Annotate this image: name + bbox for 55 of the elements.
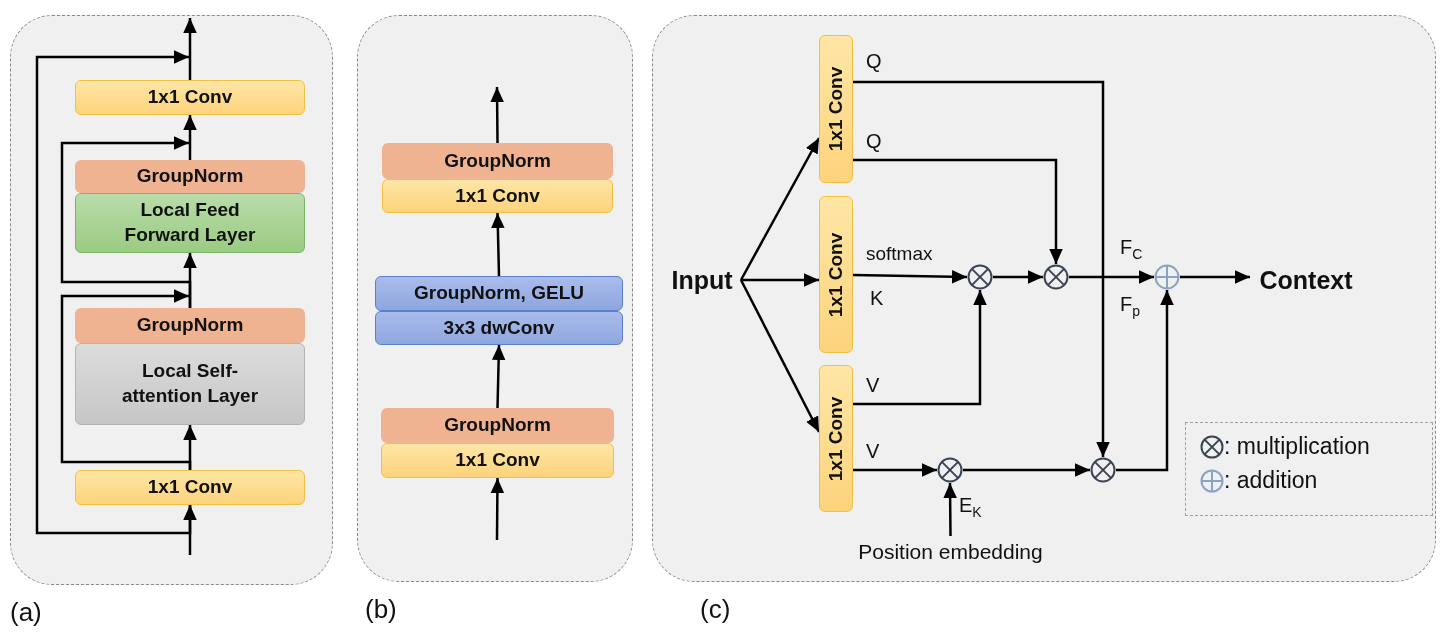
arrow [853, 463, 937, 477]
arrow [491, 212, 505, 277]
arrow [993, 270, 1043, 284]
arrow [1069, 270, 1154, 284]
arrow [1180, 270, 1250, 284]
arrow [853, 80, 1110, 457]
feed-forward-block: Local Feed Forward Layer [75, 193, 305, 253]
groupnorm-block: GroupNorm [75, 308, 305, 343]
multiplication-symbol [937, 457, 963, 483]
conv-block: 1x1 Conv [381, 443, 614, 478]
arrow [1116, 290, 1174, 472]
conv-block [819, 196, 853, 353]
conv-block: 1x1 Conv [382, 179, 613, 213]
arrow [183, 505, 197, 555]
panel-label: (c) [700, 594, 731, 626]
conv-block: 1x1 Conv [75, 80, 305, 115]
block-label: 1x1 Conv [825, 232, 847, 317]
arrow [183, 18, 197, 80]
arrow [853, 290, 987, 406]
flow-label: Input [663, 262, 741, 298]
arrow [853, 158, 1063, 264]
arrow [739, 279, 821, 433]
conv-block: 1x1 Conv [75, 470, 305, 505]
multiplication-symbol [1043, 264, 1069, 290]
arrow [35, 50, 192, 535]
arrow [943, 483, 957, 536]
legend-text: : addition [1224, 467, 1318, 494]
dwconv-block: GroupNorm, GELU [375, 276, 623, 311]
dwconv-block: 3x3 dwConv [375, 311, 623, 345]
self-attention-block: Local Self-attention Layer [75, 343, 305, 425]
legend-text: : multiplication [1224, 433, 1370, 460]
arrow [60, 136, 192, 308]
multiplication-symbol [967, 264, 993, 290]
panel-label: (b) [365, 594, 397, 626]
panel-label: (a) [10, 597, 42, 629]
arrow [60, 289, 192, 470]
groupnorm-block: GroupNorm [382, 143, 613, 179]
conv-block [819, 35, 853, 183]
arrow [963, 463, 1090, 477]
multiplication-symbol [1090, 457, 1116, 483]
input-label: Position embedding [838, 536, 1063, 568]
arrow [490, 478, 505, 540]
block-label: 1x1 Conv [825, 66, 847, 152]
arrow [491, 344, 506, 409]
arrow [183, 115, 197, 160]
arrow [739, 137, 821, 281]
conv-block [819, 365, 853, 512]
arrow [490, 87, 504, 143]
arrow [741, 273, 819, 287]
arrow [852, 270, 968, 284]
groupnorm-block: GroupNorm [75, 160, 305, 193]
flow-label: Context [1250, 262, 1362, 298]
groupnorm-block: GroupNorm [381, 408, 614, 443]
block-label: 1x1 Conv [825, 396, 847, 481]
addition-symbol [1154, 264, 1180, 290]
